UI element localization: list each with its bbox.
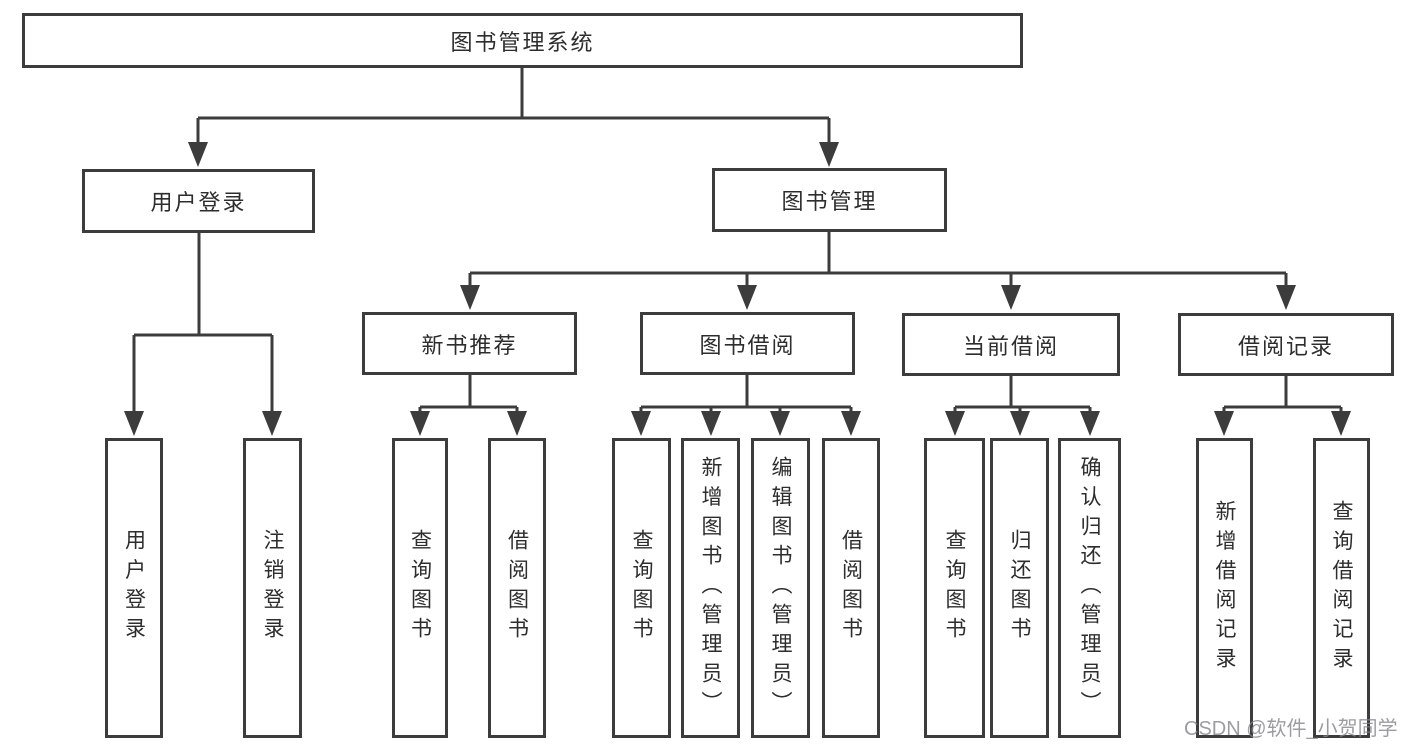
node-book-borrowing: 图书借阅 [640, 312, 855, 375]
node-label: 借阅记录 [1237, 333, 1334, 359]
node-label: 借阅图书 [839, 529, 864, 647]
node-label: 图书借阅 [699, 332, 796, 358]
node-leaf-logout: 注销登录 [243, 438, 302, 738]
node-label: 查询借阅记录 [1330, 499, 1354, 677]
node-leaf-add-borrow-record: 新增借阅记录 [1196, 438, 1253, 738]
node-leaf-confirm-return-admin: 确认归还（管理员） [1058, 438, 1121, 738]
node-label: 查询图书 [408, 529, 433, 647]
node-leaf-query-borrow-record: 查询借阅记录 [1313, 438, 1370, 738]
node-leaf-add-books-admin: 新增图书（管理员） [681, 438, 740, 738]
node-current-borrowing: 当前借阅 [902, 313, 1120, 376]
node-label: 新增借阅记录 [1213, 499, 1237, 677]
node-label: 归还图书 [1008, 529, 1032, 647]
node-borrowing-records: 借阅记录 [1178, 313, 1394, 376]
node-leaf-return-books: 归还图书 [990, 438, 1049, 738]
node-label: 确认归还（管理员） [1078, 455, 1102, 721]
node-label: 注销登录 [261, 529, 285, 647]
node-label: 查询图书 [943, 529, 967, 647]
node-leaf-user-login: 用户登录 [105, 438, 163, 738]
node-label: 编辑图书（管理员） [769, 455, 793, 721]
node-leaf-borrow-books-newbook: 借阅图书 [488, 438, 546, 738]
node-book-management: 图书管理 [712, 168, 947, 232]
node-label: 新书推荐 [421, 332, 518, 358]
node-library-management-system: 图书管理系统 [22, 13, 1023, 68]
node-leaf-query-books-newbook: 查询图书 [392, 438, 448, 738]
node-label: 新增图书（管理员） [699, 455, 723, 721]
node-label: 用户登录 [150, 190, 247, 215]
node-label: 用户登录 [122, 529, 147, 647]
node-leaf-query-books-borrow: 查询图书 [612, 438, 671, 738]
node-label: 查询图书 [630, 529, 654, 647]
node-label: 借阅图书 [505, 529, 530, 647]
node-leaf-query-books-current: 查询图书 [924, 438, 985, 738]
node-label: 图书管理系统 [450, 29, 595, 55]
node-user-login-group: 用户登录 [82, 169, 315, 233]
csdn-watermark: CSDN @软件_小贺同学 [1184, 718, 1398, 740]
node-label: 图书管理 [781, 189, 878, 214]
node-leaf-edit-books-admin: 编辑图书（管理员） [751, 438, 810, 738]
node-leaf-borrow-books: 借阅图书 [822, 438, 880, 738]
node-new-book-recommend: 新书推荐 [362, 312, 577, 375]
node-label: 当前借阅 [962, 333, 1059, 359]
